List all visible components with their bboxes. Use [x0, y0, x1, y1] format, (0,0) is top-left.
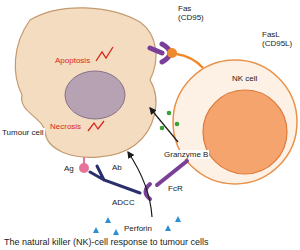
molecule-label: Ag: [64, 164, 74, 173]
granzyme-arrow: [150, 108, 178, 142]
molecule-label: FcR: [168, 184, 183, 193]
tumour-nucleus: [65, 71, 125, 119]
molecule-label: Ab: [112, 163, 122, 172]
outcome-label: Necrosis: [50, 122, 81, 131]
fc-receptor: [157, 161, 187, 185]
figure-caption: The natural killer (NK)-cell response to…: [4, 237, 209, 248]
fas-receptor: [150, 48, 162, 53]
outcome-label: Apoptosis: [55, 56, 90, 65]
granzyme-dot: [175, 122, 180, 127]
perforin-arrow: [128, 152, 152, 217]
nk-nucleus: [203, 90, 287, 174]
nk-cell: NK cell: [170, 57, 300, 187]
antigen: [79, 163, 89, 173]
granzyme-dot: [160, 126, 165, 131]
nk-outline: [173, 60, 297, 184]
fasl-stem: [176, 54, 203, 68]
molecule-label: Perforin: [124, 224, 152, 233]
perforin-triangle: [165, 225, 171, 231]
cell-label: NK cell: [232, 74, 257, 83]
perforin-triangle: [105, 217, 111, 223]
tumour-cell-shape: [0, 0, 170, 165]
cell-label: Tumour cell: [1, 128, 45, 137]
perforin-triangle: [175, 216, 181, 222]
granzyme-dot: [167, 111, 172, 116]
antigen-stem: [83, 157, 85, 164]
perforin-triangle: [93, 227, 99, 233]
molecule-label: Granzyme B: [163, 150, 209, 159]
mechanism-label: ADCC: [112, 198, 135, 207]
necrosis-zigzag: [88, 121, 104, 131]
perforin-triangle: [113, 229, 119, 235]
receptor-label: Fas (CD95): [178, 4, 214, 22]
ligand-label: FasL (CD95L): [262, 30, 299, 48]
fasl-ligand: [167, 48, 177, 58]
tumour-cell: Tumour cell: [0, 0, 170, 165]
apoptosis-zigzag: [96, 47, 113, 61]
